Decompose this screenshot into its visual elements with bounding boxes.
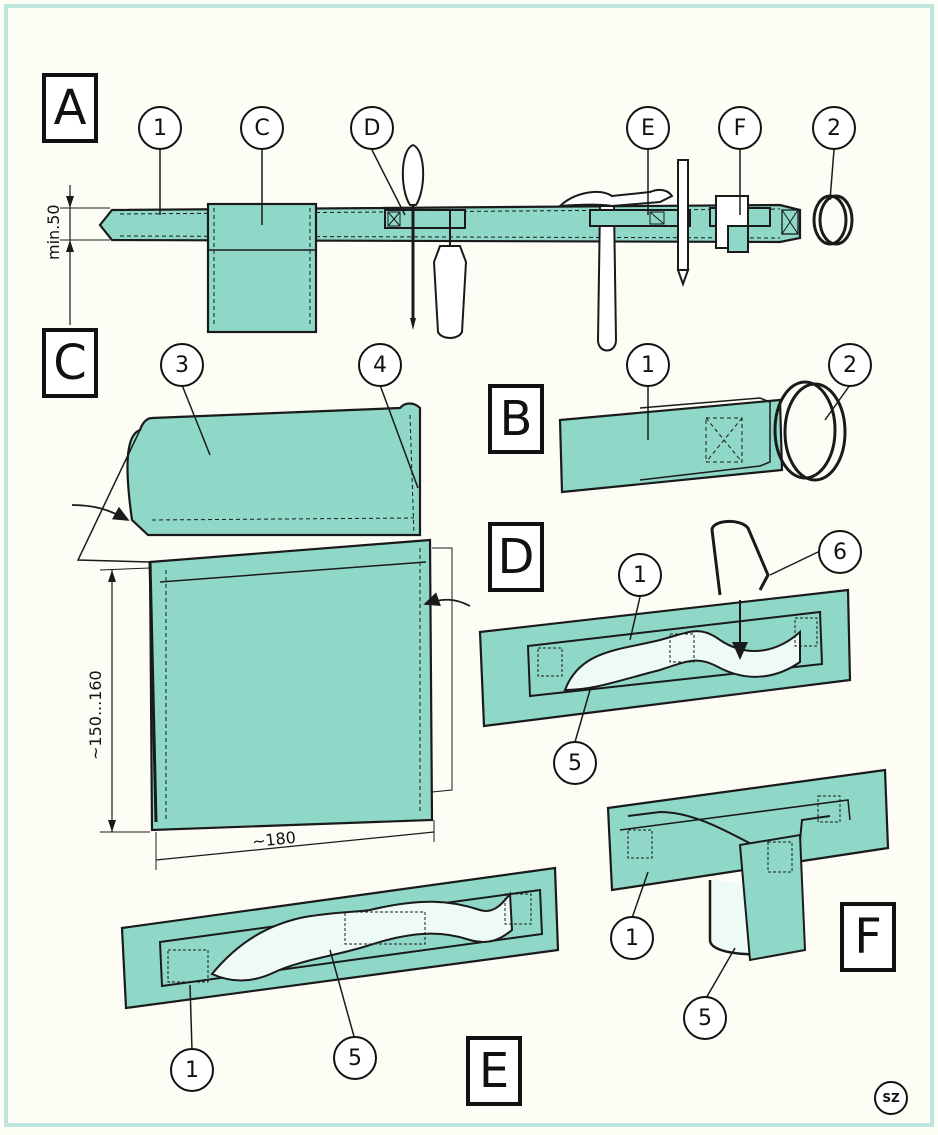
panel-a-label: A (42, 73, 98, 143)
panel-a-belt (60, 143, 854, 352)
callout-d-1: 1 (618, 553, 662, 597)
callout-f-5: 5 (683, 996, 727, 1040)
panel-c-label: C (42, 328, 98, 398)
panel-b-label: B (488, 384, 544, 454)
panel-e-label: E (466, 1036, 522, 1106)
callout-d-5: 5 (553, 741, 597, 785)
panel-f-label: F (840, 902, 896, 972)
screwdriver-icon (401, 143, 425, 330)
handle-tool-icon (432, 210, 468, 339)
panel-b-buckle (558, 380, 847, 494)
panel-c-pocket (71, 402, 471, 870)
hammer-icon (557, 188, 674, 352)
callout-c-3: 3 (160, 343, 204, 387)
pocket-back-flap (126, 402, 422, 537)
dim-pocket-height: ~150...160 (86, 670, 105, 760)
callout-b-2: 2 (828, 343, 872, 387)
dim-belt-width: min.50 (44, 204, 63, 260)
pocket-front (148, 538, 434, 832)
callout-a-e: E (626, 106, 670, 150)
callout-b-1: 1 (626, 343, 670, 387)
panel-d-loop (478, 520, 852, 728)
callout-a-c: C (240, 106, 284, 150)
callout-a-2: 2 (812, 106, 856, 150)
callout-e-5: 5 (333, 1036, 377, 1080)
loop-strap-5 (563, 629, 801, 692)
callout-e-1: 1 (170, 1048, 214, 1092)
panel-e-loop (120, 866, 560, 1010)
callout-c-4: 4 (358, 343, 402, 387)
callout-f-1: 1 (610, 916, 654, 960)
leader-lines (159, 149, 851, 1051)
callout-a-f: F (718, 106, 762, 150)
chisel-icon (676, 159, 690, 287)
publisher-logo: SZ (874, 1081, 908, 1115)
callout-d-6: 6 (818, 530, 862, 574)
callout-a-1: 1 (138, 106, 182, 150)
callout-a-d: D (350, 106, 394, 150)
panel-f-loop (606, 768, 890, 962)
panel-d-label: D (488, 522, 544, 592)
page-frame (4, 4, 934, 1127)
belt-pocket (206, 202, 318, 334)
clip-icon (710, 520, 770, 596)
